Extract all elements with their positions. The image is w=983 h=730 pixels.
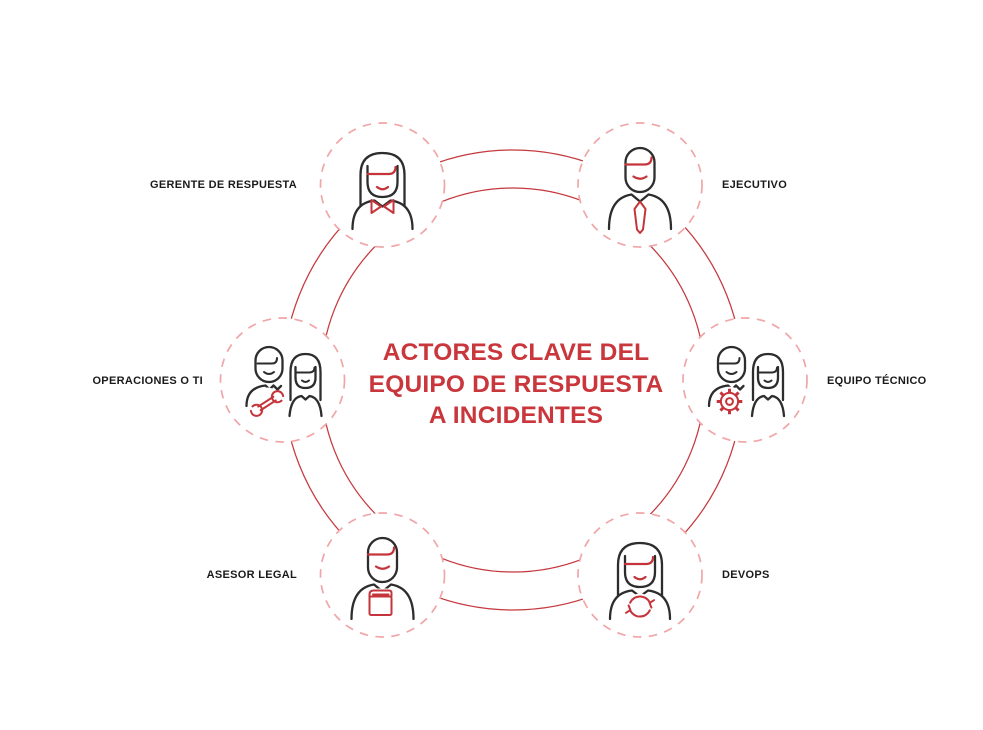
man-book-icon bbox=[350, 536, 415, 621]
title-line-3: A INCIDENTES bbox=[428, 402, 604, 429]
two-people-wrench-icon bbox=[245, 345, 324, 420]
dashed-node-circle bbox=[577, 512, 703, 638]
gear-icon bbox=[714, 386, 745, 417]
wrench-icon bbox=[246, 387, 288, 420]
diagram-title: ACTORES CLAVE DEL EQUIPO DE RESPUESTA A … bbox=[369, 337, 664, 432]
bow-tie-shape bbox=[370, 199, 395, 214]
node-ejecutivo bbox=[577, 122, 703, 248]
node-equipo-tecnico bbox=[682, 317, 808, 443]
dashed-node-circle bbox=[682, 317, 808, 443]
dashed-node-circle bbox=[319, 122, 446, 248]
man-tie-icon bbox=[607, 146, 673, 234]
node-label-equipo-tecnico: EQUIPO TÉCNICO bbox=[827, 375, 927, 387]
sync-arrows-icon bbox=[625, 593, 655, 620]
node-devops bbox=[577, 512, 703, 638]
node-gerente-de-respuesta bbox=[319, 122, 446, 248]
node-label-ejecutivo: EJECUTIVO bbox=[722, 179, 788, 191]
node-label-asesor-legal: ASESOR LEGAL bbox=[206, 569, 297, 581]
node-label-devops: DEVOPS bbox=[722, 569, 770, 581]
dashed-node-circle bbox=[219, 317, 346, 443]
necktie-shape bbox=[633, 200, 647, 234]
dashed-node-circle bbox=[319, 512, 446, 638]
node-label-gerente-de-respuesta: GERENTE DE RESPUESTA bbox=[150, 179, 297, 191]
node-label-operaciones-o-ti: OPERACIONES O TI bbox=[92, 375, 203, 387]
dashed-node-circle bbox=[577, 122, 703, 248]
woman-sync-icon bbox=[608, 541, 672, 621]
title-line-1: ACTORES CLAVE DEL bbox=[382, 339, 650, 366]
node-asesor-legal bbox=[319, 512, 446, 638]
node-operaciones-o-ti bbox=[219, 317, 346, 443]
book-icon bbox=[367, 588, 394, 617]
title-line-2: EQUIPO DE RESPUESTA bbox=[368, 370, 664, 398]
two-people-gear-icon bbox=[707, 345, 787, 418]
woman-bow-icon bbox=[351, 151, 414, 231]
